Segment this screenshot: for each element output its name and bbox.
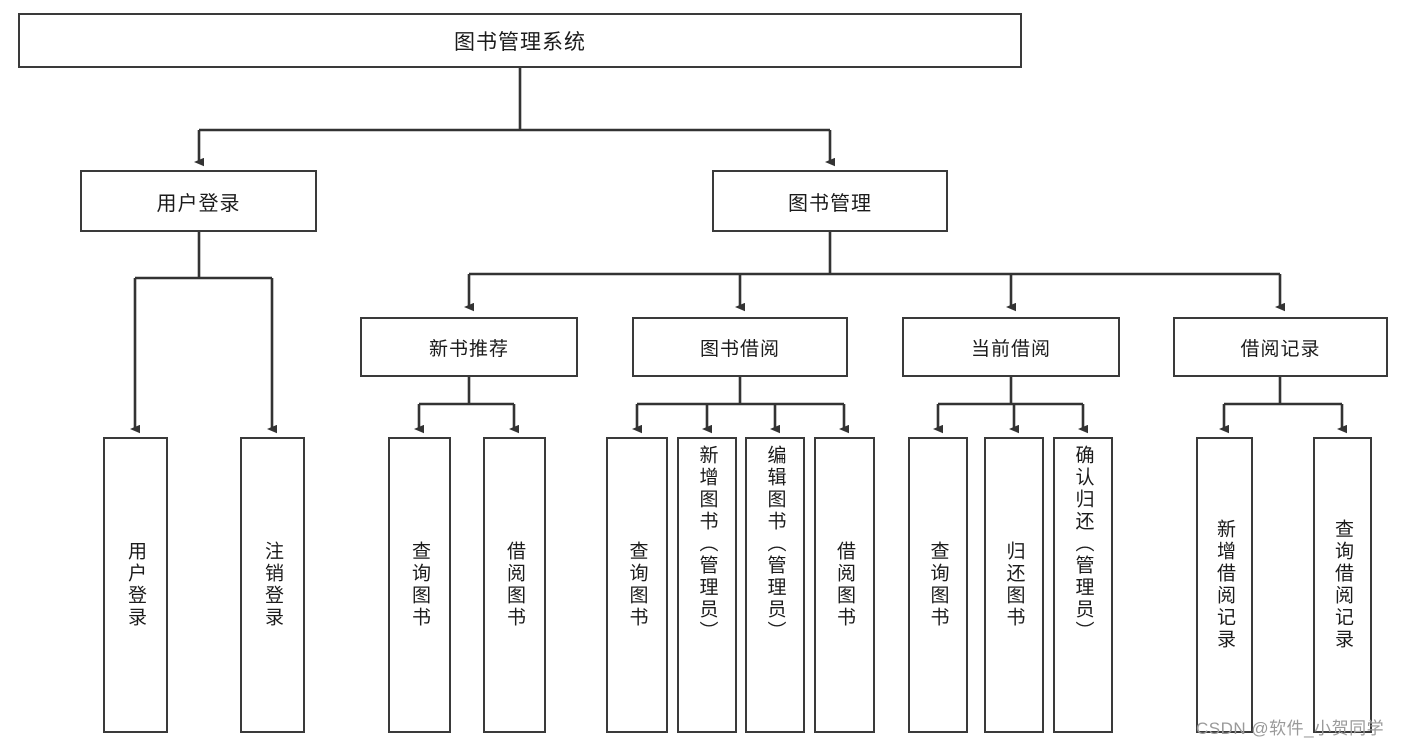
node-book-borrow-label: 图书借阅 xyxy=(699,338,780,360)
leaf-label: 新增借阅记录 xyxy=(1214,519,1235,651)
leaf-label: 注销登录 xyxy=(262,541,283,629)
node-new-book-recommend-label: 新书推荐 xyxy=(428,338,509,360)
node-book-borrow[interactable]: 图书借阅 xyxy=(632,317,848,377)
node-user-login[interactable]: 用户登录 xyxy=(80,170,317,232)
leaf-borrow-record-add[interactable]: 新增借阅记录 xyxy=(1196,437,1253,733)
leaf-label: 新增图书（管理员） xyxy=(696,445,718,643)
leaf-label: 借阅图书 xyxy=(504,541,525,629)
leaf-book-borrow-edit[interactable]: 编辑图书（管理员） xyxy=(745,437,805,733)
leaf-label: 查询图书 xyxy=(409,541,430,629)
leaf-label: 借阅图书 xyxy=(834,541,855,629)
leaf-book-borrow-query[interactable]: 查询图书 xyxy=(606,437,668,733)
leaf-new-book-borrow[interactable]: 借阅图书 xyxy=(483,437,546,733)
leaf-label: 用户登录 xyxy=(125,541,146,629)
leaf-label: 查询图书 xyxy=(927,541,949,629)
leaf-user-login-login[interactable]: 用户登录 xyxy=(103,437,168,733)
node-new-book-recommend[interactable]: 新书推荐 xyxy=(360,317,578,377)
node-book-management-label: 图书管理 xyxy=(788,192,872,215)
leaf-label: 查询借阅记录 xyxy=(1332,519,1353,651)
leaf-current-borrow-confirm-return[interactable]: 确认归还（管理员） xyxy=(1053,437,1113,733)
leaf-label: 编辑图书（管理员） xyxy=(764,445,786,643)
leaf-label: 查询图书 xyxy=(626,541,648,629)
node-root-label: 图书管理系统 xyxy=(454,30,586,54)
watermark: CSDN @软件_小贺同学 xyxy=(1196,719,1385,738)
leaf-label: 归还图书 xyxy=(1003,541,1025,629)
leaf-user-login-logout[interactable]: 注销登录 xyxy=(240,437,305,733)
leaf-current-borrow-query[interactable]: 查询图书 xyxy=(908,437,968,733)
leaf-current-borrow-return[interactable]: 归还图书 xyxy=(984,437,1044,733)
leaf-label: 确认归还（管理员） xyxy=(1072,445,1094,643)
leaf-borrow-record-query[interactable]: 查询借阅记录 xyxy=(1313,437,1372,733)
node-root[interactable]: 图书管理系统 xyxy=(18,13,1022,68)
leaf-book-borrow-add[interactable]: 新增图书（管理员） xyxy=(677,437,737,733)
node-borrow-record[interactable]: 借阅记录 xyxy=(1173,317,1388,377)
node-book-management[interactable]: 图书管理 xyxy=(712,170,948,232)
leaf-book-borrow-borrow[interactable]: 借阅图书 xyxy=(814,437,875,733)
node-current-borrow-label: 当前借阅 xyxy=(970,338,1051,360)
node-user-login-label: 用户登录 xyxy=(156,192,241,215)
node-current-borrow[interactable]: 当前借阅 xyxy=(902,317,1120,377)
node-borrow-record-label: 借阅记录 xyxy=(1240,338,1321,360)
leaf-new-book-query[interactable]: 查询图书 xyxy=(388,437,451,733)
